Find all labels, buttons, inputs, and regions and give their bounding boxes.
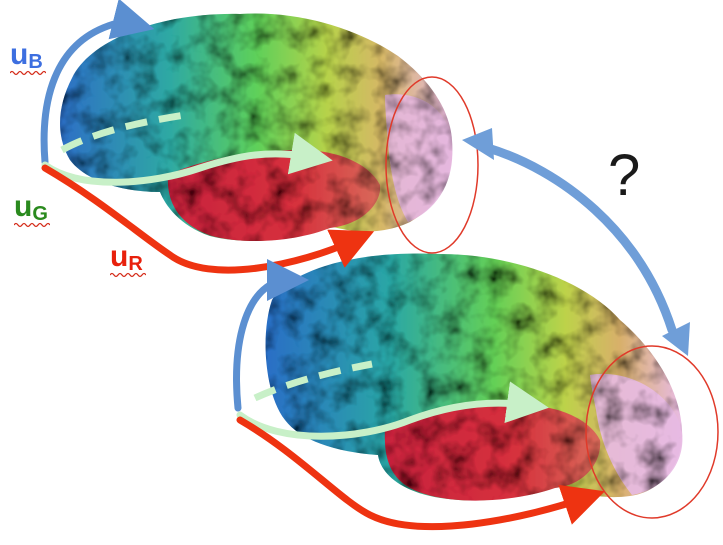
double-headed-arrow-icon: [462, 128, 690, 356]
brain-bottom-temporal-lobe: [384, 405, 601, 501]
spellcheck-squiggle-icon: [110, 272, 146, 278]
top-roi-circle: [385, 76, 479, 254]
bottom-roi-circle: [585, 345, 719, 519]
label-u-r-letter: u: [110, 240, 129, 273]
question-mark: ?: [608, 143, 641, 208]
bottom-red-stream-arrow: [236, 416, 605, 531]
brain-bottom-frontal-pink: [590, 373, 683, 495]
bottom-green-dashed-stream: [253, 360, 373, 402]
label-u-b-letter: u: [10, 38, 29, 71]
label-u-r: uR: [110, 240, 146, 279]
label-u-b: uB: [10, 38, 46, 77]
brain-top: [60, 13, 453, 242]
brain-bottom: [265, 253, 683, 501]
top-blue-stream-arrow: [40, 0, 155, 166]
spellcheck-squiggle-icon: [10, 70, 46, 76]
spellcheck-squiggle-icon: [14, 222, 50, 228]
label-u-g-subscript: G: [32, 203, 48, 225]
label-u-g-letter: u: [14, 190, 33, 223]
top-green-dashed-stream: [60, 111, 186, 154]
bottom-green-stream-arrow: [236, 381, 549, 440]
label-u-b-subscript: B: [28, 51, 43, 73]
top-green-stream-arrow: [41, 132, 333, 186]
label-u-g: uG: [14, 190, 50, 229]
label-u-r-subscript: R: [128, 253, 143, 275]
brain-top-frontal-pink: [385, 94, 453, 222]
bottom-blue-stream-arrow: [233, 259, 309, 412]
